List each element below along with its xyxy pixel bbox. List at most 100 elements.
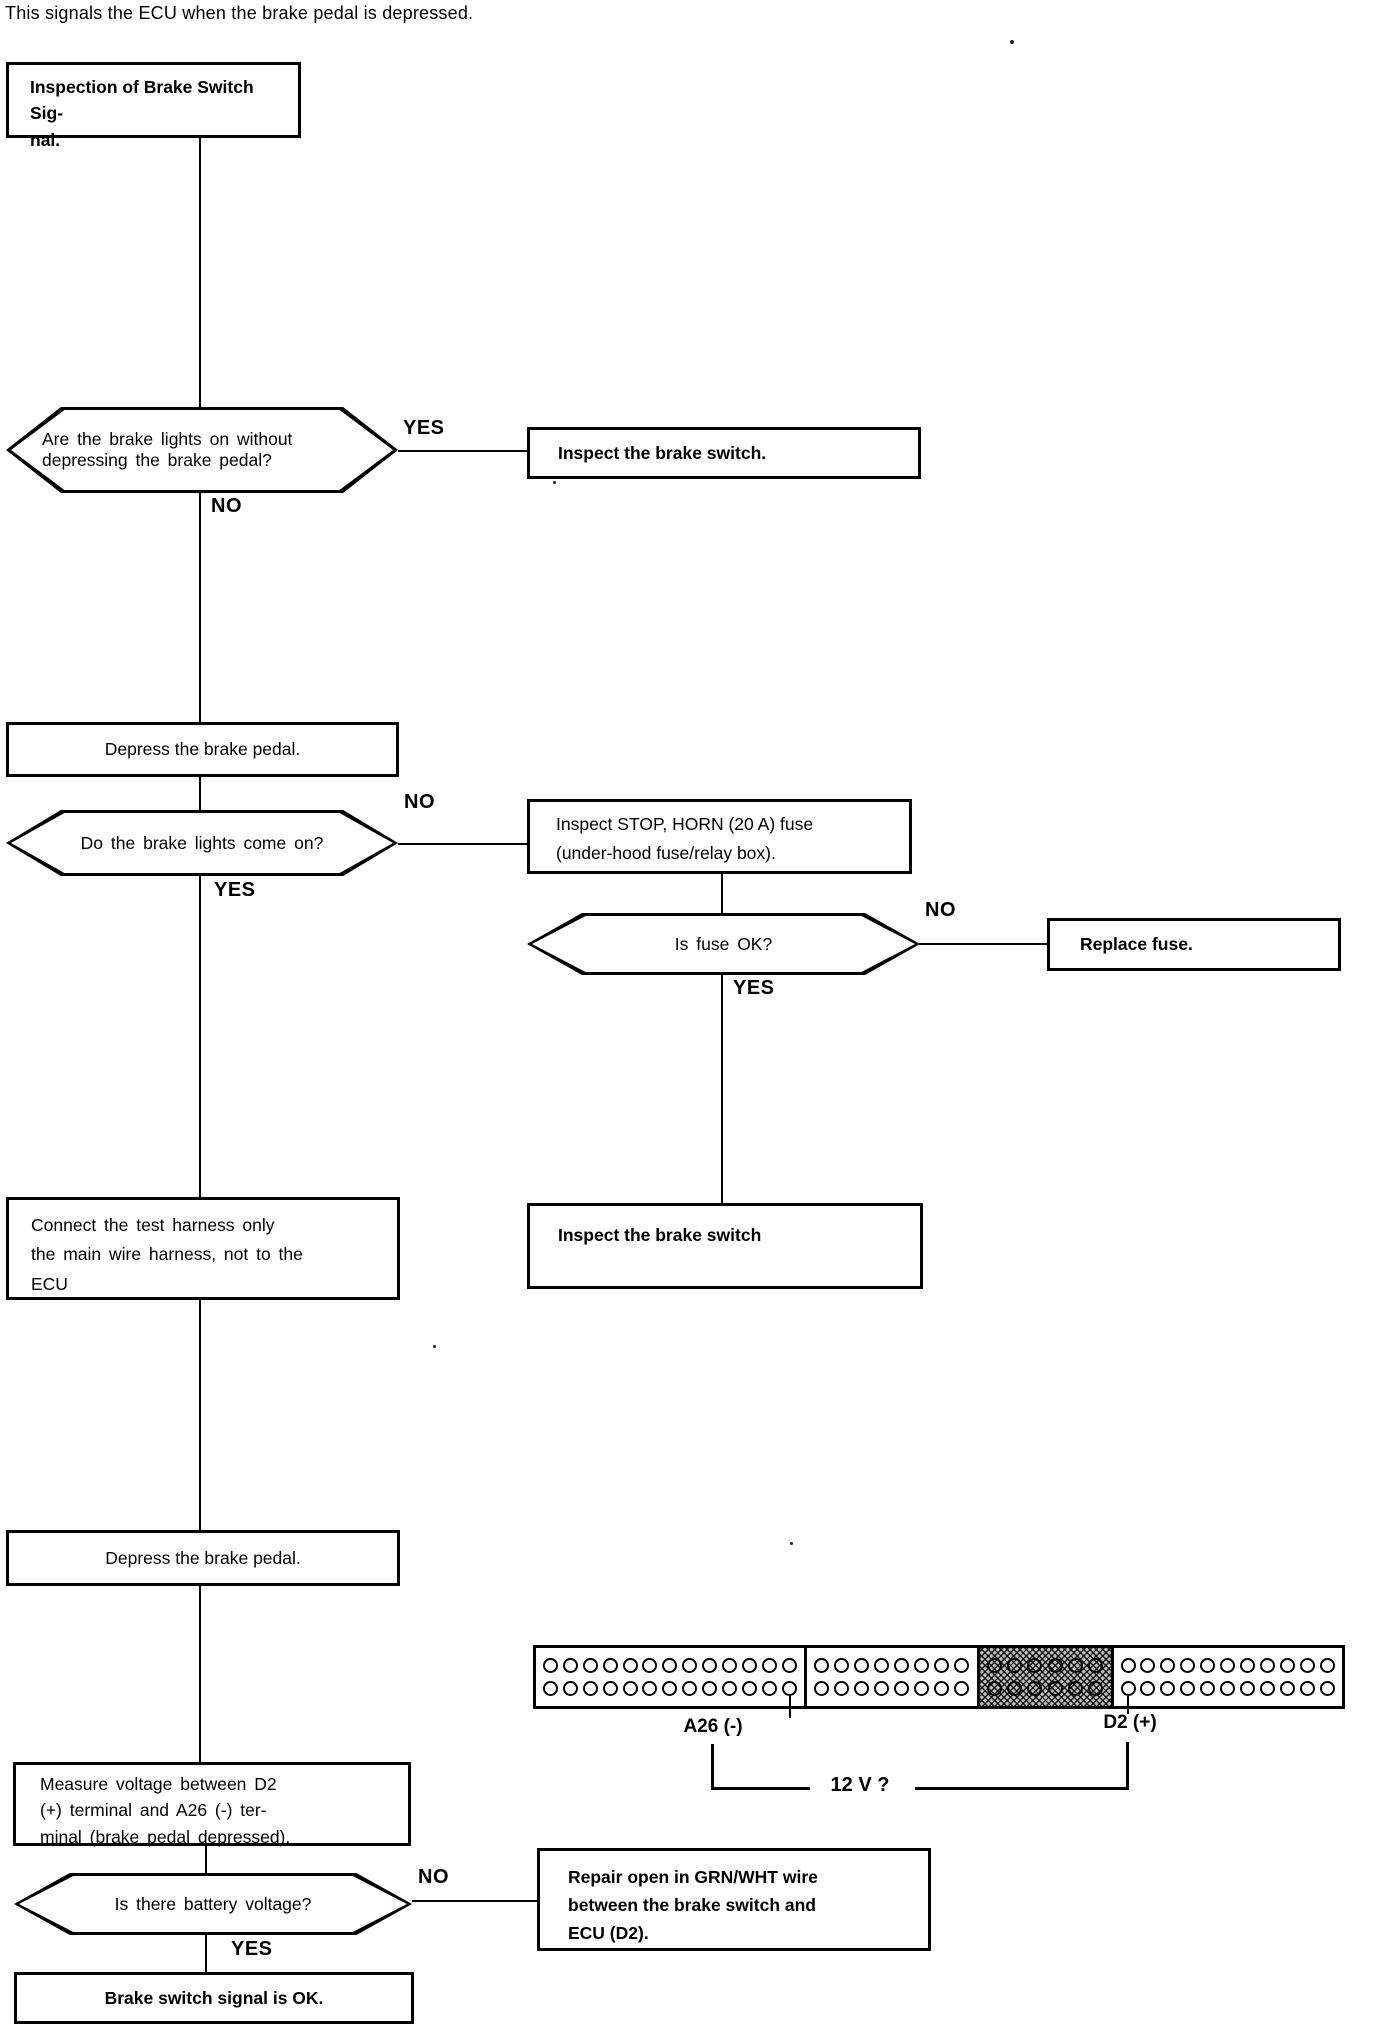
- pin-dot: [1299, 1658, 1315, 1674]
- connector-pin-row: [1120, 1680, 1336, 1696]
- flow-line: [398, 843, 527, 845]
- connector-pin-row: [1120, 1658, 1336, 1674]
- pin-dot: [1088, 1658, 1104, 1674]
- pin-dot: [721, 1680, 737, 1696]
- box-inspect-brake-switch-2: Inspect the brake switch: [527, 1203, 923, 1289]
- label-yes-4: YES: [231, 1938, 273, 1960]
- pin-dot: [934, 1680, 950, 1696]
- decision-battery-voltage: Is there battery voltage?: [14, 1873, 412, 1935]
- pin-dot: [1006, 1680, 1022, 1696]
- pin-dot: [954, 1680, 970, 1696]
- pin-dot: [813, 1658, 829, 1674]
- pin-dot: [1299, 1680, 1315, 1696]
- pin-dot: [1280, 1680, 1295, 1696]
- flow-line: [919, 943, 1047, 945]
- pin-dot: [1088, 1680, 1104, 1696]
- flow-line: [721, 975, 723, 1203]
- ecu-connector-diagram: [533, 1645, 1345, 1709]
- pin-dot: [1319, 1658, 1335, 1674]
- connector-pin-row: [986, 1680, 1104, 1696]
- decision-brake-lights-on: Are the brake lights on without depressi…: [6, 407, 398, 493]
- connector-pin-row: [986, 1658, 1104, 1674]
- pin-dot: [662, 1680, 678, 1696]
- pin-dot: [1319, 1680, 1335, 1696]
- d2-pin-label: D2 (+): [1103, 1712, 1157, 1733]
- flow-line: [205, 1846, 207, 1873]
- pin-dot: [642, 1680, 658, 1696]
- connector-pin-row: [813, 1680, 970, 1696]
- scan-speck: [433, 1345, 436, 1348]
- pin-dot: [562, 1680, 578, 1696]
- box-connect-test-harness: Connect the test harness only the main w…: [6, 1197, 400, 1300]
- pin-dot: [682, 1658, 698, 1674]
- flow-line: [721, 873, 723, 913]
- bracket-line: [915, 1787, 1128, 1790]
- pin-dot: [894, 1658, 910, 1674]
- pin-dot: [1047, 1658, 1063, 1674]
- voltage-measurement-label: 12 V ?: [830, 1774, 890, 1796]
- flow-line: [199, 876, 201, 1197]
- pin-dot: [1240, 1658, 1256, 1674]
- connector-pin-row: [813, 1658, 970, 1674]
- flow-line: [205, 1935, 207, 1972]
- bracket-line: [711, 1787, 810, 1790]
- pin-dot: [602, 1680, 618, 1696]
- flow-line: [199, 1299, 201, 1530]
- box-inspect-brake-switch-1: Inspect the brake switch.: [527, 427, 921, 479]
- pin-dot: [702, 1658, 717, 1674]
- pin-dot: [1068, 1680, 1084, 1696]
- label-yes-1: YES: [403, 417, 445, 439]
- pin-dot: [543, 1680, 558, 1696]
- flow-line: [199, 1586, 201, 1762]
- pin-dot: [602, 1658, 618, 1674]
- pin-dot: [833, 1680, 849, 1696]
- pin-dot: [682, 1680, 698, 1696]
- box-depress-pedal-2: Depress the brake pedal.: [6, 1530, 400, 1586]
- connector-section-b: [803, 1648, 977, 1706]
- pin-dot: [1140, 1680, 1156, 1696]
- box-repair-grn-wht: Repair open in GRN/WHT wire between the …: [537, 1848, 931, 1951]
- flow-line: [199, 493, 201, 722]
- pin-dot: [1240, 1680, 1256, 1696]
- label-yes-3: YES: [733, 977, 775, 999]
- label-no-4: NO: [418, 1866, 449, 1888]
- decision-fill: [11, 813, 393, 873]
- decision-text: Is fuse OK?: [674, 933, 773, 954]
- pin-dot: [741, 1680, 757, 1696]
- pin-dot: [662, 1658, 678, 1674]
- scan-speck: [553, 481, 556, 484]
- pin-dot: [582, 1658, 598, 1674]
- pin-dot: [741, 1658, 757, 1674]
- decision-fill: [19, 1876, 407, 1932]
- pin-dot: [1120, 1680, 1136, 1696]
- pin-dot: [642, 1658, 658, 1674]
- box-measure-voltage: Measure voltage between D2 (+) terminal …: [13, 1762, 411, 1847]
- pin-dot: [813, 1680, 829, 1696]
- pin-dot: [986, 1658, 1002, 1674]
- flow-line: [412, 1900, 537, 1902]
- a26-pin-label: A26 (-): [683, 1716, 743, 1737]
- pin-dot: [986, 1680, 1002, 1696]
- connector-pin-row: [543, 1680, 797, 1696]
- intro-text: This signals the ECU when the brake peda…: [5, 3, 474, 23]
- pin-dot: [934, 1658, 950, 1674]
- label-no-1: NO: [211, 495, 242, 517]
- decision-fill: [532, 916, 915, 972]
- pin-dot: [1280, 1658, 1295, 1674]
- bracket-line: [1126, 1742, 1129, 1790]
- pin-dot: [914, 1658, 930, 1674]
- flow-line: [199, 138, 201, 407]
- box-inspect-stop-fuse: Inspect STOP, HORN (20 A) fuse (under-ho…: [527, 799, 912, 874]
- pin-dot: [853, 1658, 869, 1674]
- flow-line: [199, 777, 201, 810]
- pin-dot: [1047, 1680, 1063, 1696]
- box-inspection-title: Inspection of Brake Switch Sig- nal.: [6, 62, 301, 150]
- decision-text: Is there battery voltage?: [114, 1893, 312, 1914]
- pin-dot: [894, 1680, 910, 1696]
- pin-dot: [914, 1680, 930, 1696]
- decision-fill: [11, 410, 393, 490]
- label-no-3: NO: [925, 899, 956, 921]
- pin-dot: [1220, 1680, 1236, 1696]
- scan-speck: [790, 1542, 793, 1545]
- pin-dot: [622, 1658, 638, 1674]
